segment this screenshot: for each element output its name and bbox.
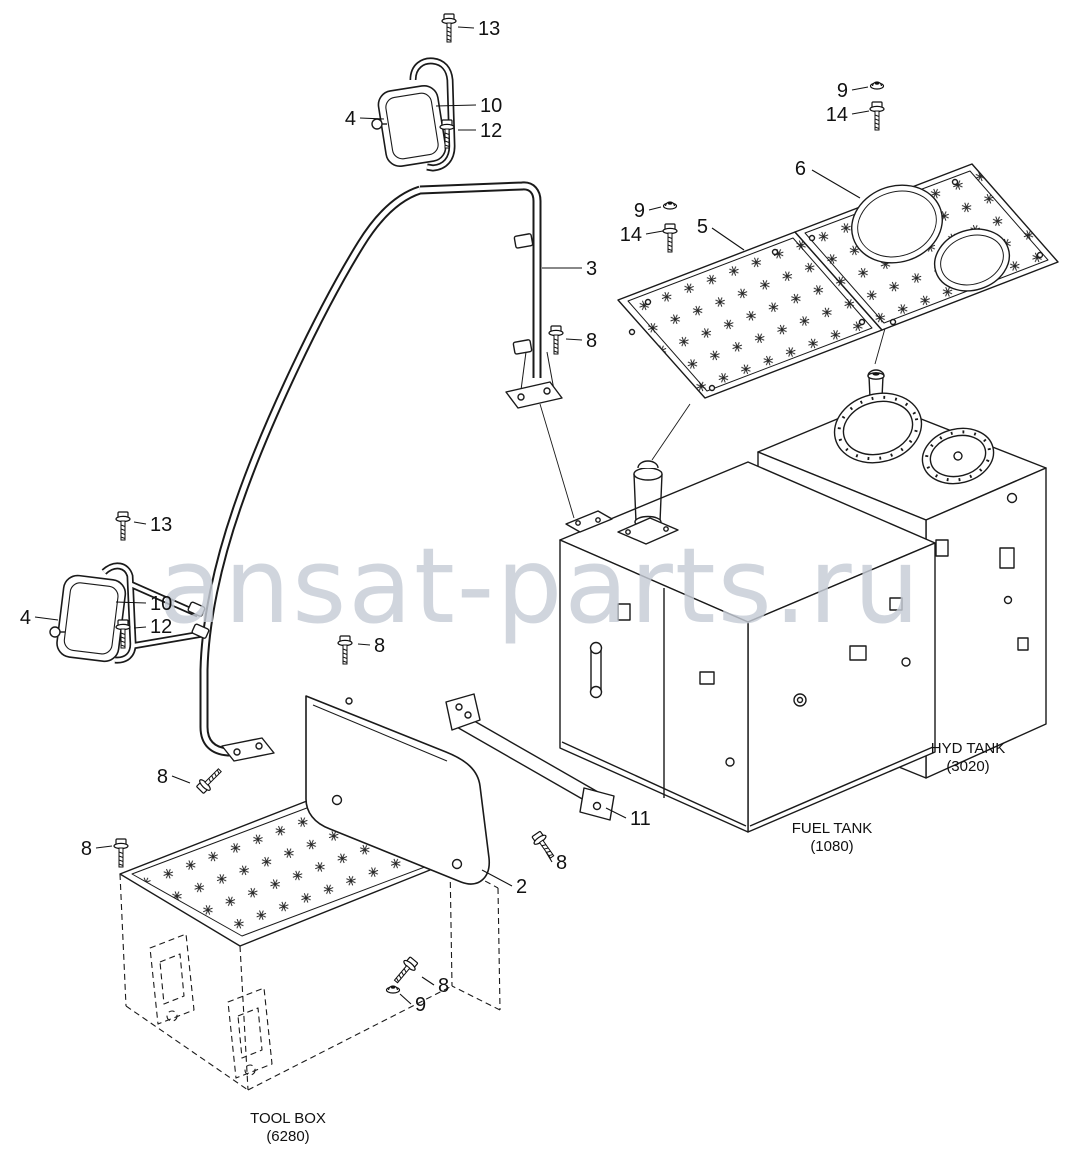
- bolt-icon: [390, 954, 420, 987]
- side-flange: [921, 427, 995, 485]
- hyd-tank-label: HYD TANK: [931, 740, 1005, 757]
- callout-leader-9: [851, 86, 869, 91]
- callout-10: 10: [480, 95, 502, 117]
- mirror-left: [49, 562, 210, 664]
- callout-leader-8: [171, 775, 191, 784]
- callout-leader-11: [605, 807, 627, 819]
- rail-foot-flange: [221, 737, 275, 762]
- callout-8: 8: [157, 766, 168, 788]
- tool-box-label: TOOL BOX: [250, 1110, 326, 1127]
- callout-9: 9: [634, 200, 645, 222]
- callout-leader-4: [359, 117, 385, 120]
- nut-icon: [385, 985, 401, 994]
- bolt-icon: [337, 635, 353, 665]
- manhole-flange: [833, 392, 923, 464]
- fuel-tank-number: (1080): [810, 838, 853, 855]
- fuel-tank: [559, 460, 936, 833]
- callout-leader-10: [115, 601, 147, 604]
- step-plate-6: [794, 163, 1059, 331]
- bolt-icon: [113, 838, 129, 868]
- callout-leader-9: [648, 206, 662, 211]
- captions: HYD TANK (3020) FUEL TANK (1080) TOOL BO…: [250, 740, 1005, 1145]
- callout-4: 4: [20, 607, 31, 629]
- callout-leader-8: [357, 643, 371, 646]
- mirror-glass: [63, 582, 119, 655]
- callout-4: 4: [345, 108, 356, 130]
- mirror-knob: [49, 626, 61, 638]
- mirror-clamp: [187, 601, 206, 617]
- mirror-top: [371, 57, 456, 172]
- callout-leader-14: [851, 110, 870, 115]
- callout-leader-13: [133, 521, 147, 525]
- hyd-tank-number: (3020): [946, 758, 989, 775]
- fuel-tank-label: FUEL TANK: [792, 820, 873, 837]
- callout-13: 13: [150, 514, 172, 536]
- bolt-icon: [662, 223, 678, 253]
- callout-8: 8: [556, 852, 567, 874]
- mirror-housing: [56, 574, 127, 663]
- rail-clamp: [513, 233, 534, 249]
- nut-icon: [869, 81, 885, 90]
- callout-12: 12: [480, 120, 502, 142]
- callout-leader-12: [133, 626, 147, 629]
- callout-6: 6: [795, 158, 806, 180]
- rail-clamp: [512, 339, 533, 355]
- callout-leader-10: [435, 104, 477, 107]
- callout-5: 5: [697, 216, 708, 238]
- rail-foot-flange: [505, 381, 563, 409]
- nut-icon: [662, 201, 678, 210]
- callout-8: 8: [81, 838, 92, 860]
- callout-leader-8: [421, 976, 435, 986]
- tool-box-number: (6280): [266, 1128, 309, 1145]
- callout-8: 8: [374, 635, 385, 657]
- bolt-icon: [529, 829, 559, 862]
- callout-leader-9: [399, 993, 412, 1005]
- callout-9: 9: [837, 80, 848, 102]
- callout-leader-8: [565, 338, 583, 341]
- callout-leader-13: [457, 26, 475, 29]
- bolt-icon: [441, 13, 457, 43]
- callout-8: 8: [438, 975, 449, 997]
- toolbox-latch: [149, 933, 195, 1025]
- callout-leader-8: [95, 845, 113, 849]
- callout-leader-14: [645, 230, 664, 235]
- bolt-icon: [548, 325, 564, 355]
- watermark: ansat-parts.ru: [158, 525, 921, 647]
- mirror-housing: [377, 84, 447, 168]
- callout-leader-2: [481, 869, 513, 887]
- callout-leader-5: [711, 227, 745, 251]
- callout-12: 12: [150, 616, 172, 638]
- callout-leader-8: [545, 851, 553, 863]
- breather: [617, 460, 679, 545]
- callout-9: 9: [415, 994, 426, 1016]
- mirror-knob: [371, 118, 383, 130]
- support-bracket: [445, 693, 615, 821]
- bolt-icon: [869, 101, 885, 131]
- callout-2: 2: [516, 876, 527, 898]
- cover-plate: [305, 695, 490, 885]
- callout-leader-4: [34, 616, 59, 621]
- sight-gauge: [589, 641, 603, 699]
- callout-11: 11: [630, 808, 651, 830]
- toolbox-latch: [227, 987, 273, 1079]
- mirror-clamp: [191, 623, 210, 639]
- callout-10: 10: [150, 593, 172, 615]
- callout-8: 8: [586, 330, 597, 352]
- callout-14: 14: [826, 104, 848, 126]
- bolt-icon: [194, 764, 226, 796]
- handrail: [199, 181, 563, 762]
- callout-3: 3: [586, 258, 597, 280]
- callout-14: 14: [620, 224, 642, 246]
- mount-tab: [565, 510, 613, 533]
- bolt-icon: [115, 511, 131, 541]
- callout-13: 13: [478, 18, 500, 40]
- callout-leader-6: [811, 169, 861, 199]
- mirror-glass: [385, 92, 439, 160]
